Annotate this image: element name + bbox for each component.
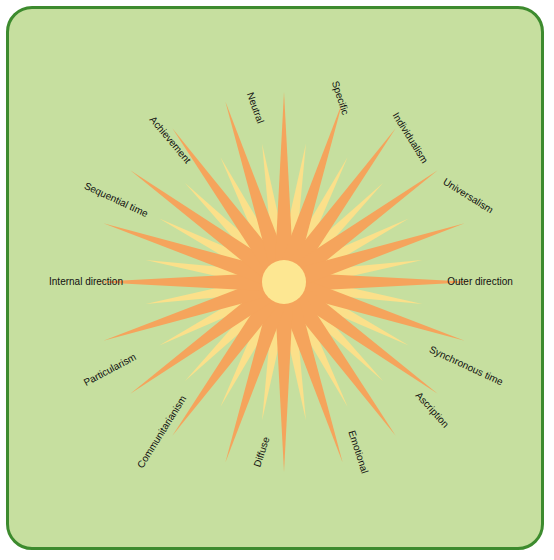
sun-ray bbox=[281, 223, 465, 291]
dimension-label: Internal direction bbox=[49, 277, 123, 287]
sun-core bbox=[262, 260, 306, 304]
dimension-label: Outer direction bbox=[447, 277, 513, 287]
